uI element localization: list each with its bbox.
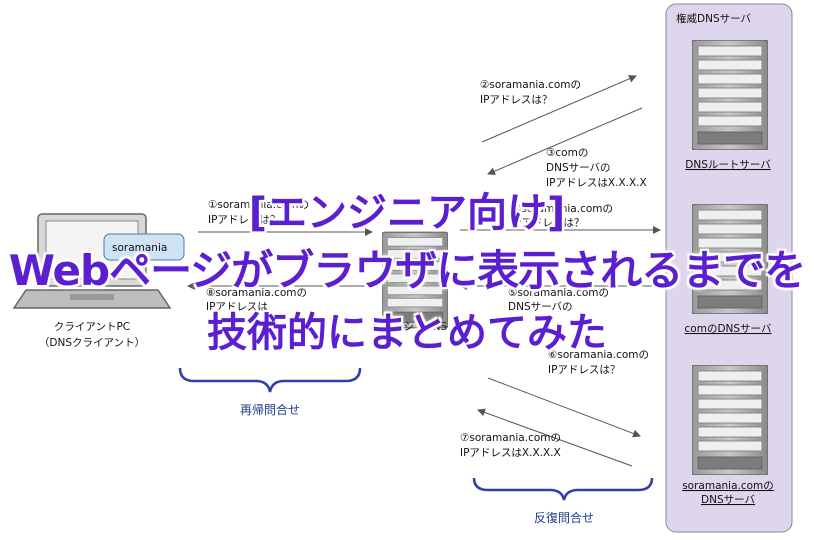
msg-8-line-1: ⑧soramania.comの [206,287,307,299]
iterative-brace [472,477,654,501]
client-label-2: （DNSクライアント） [39,337,145,349]
arrow-7 [477,408,633,467]
msg-3-line-3: IPアドレスはX.X.X.X [546,177,647,189]
soramania-dns-server-icon [692,365,768,475]
msg-5-line-2: DNSサーバの [508,301,573,313]
msg-8-line-2: IPアドレスは [206,301,268,313]
msg-7-line-2: IPアドレスはX.X.X.X [460,447,561,459]
auth-dns-panel-label: 権威DNSサーバ [676,12,751,25]
msg-1-line-1: ①soramania.comの [208,199,309,211]
msg-6-line-1: ⑥soramania.comの [548,349,649,361]
sora-server-label-1: soramania.comの [682,480,774,492]
client-bubble-text: soramania [112,242,167,254]
msg-2-line-2: IPアドレスは？ [480,94,552,106]
msg-3-line-2: DNSサーバの [546,162,611,174]
cache-dns-label: キャッシュDNS [372,321,447,333]
msg-2-line-1: ②soramania.comの [480,79,581,91]
msg-6-line-2: IPアドレスは？ [548,364,620,376]
title-line-3: 技術的にまとめてみた [207,310,607,356]
msg-1-line-2: IPアドレスは？ [208,214,280,226]
client-laptop-icon [12,213,172,309]
arrow-2 [481,75,637,143]
sora-server-label-2: DNSサーバ [701,494,755,506]
root-server-label: DNSルートサーバ [685,159,771,171]
msg-7-line-1: ⑦soramania.comの [460,432,561,444]
client-label-1: クライアントPC [54,321,130,333]
msg-5-line-1: ⑤soramania.comの [508,287,609,299]
recursive-brace [178,367,362,393]
msg-3-line-1: ③comの [546,147,588,159]
arrow-6 [487,377,641,438]
com-server-label: comのDNSサーバ [685,323,772,335]
iterative-query-label: 反復問合せ [534,510,594,525]
recursive-query-label: 再帰問合せ [240,402,300,417]
msg-4-line-1: ④soramania.comの [512,203,613,215]
arrow-3 [487,107,643,175]
dns-root-server-icon [692,40,768,150]
title-line-2: Webページがブラウザに表示されるまでを [8,246,807,295]
msg-4-line-2: IPアドレスは？ [512,217,584,229]
title-line-1: [エンジニア向け] [248,190,566,236]
client-speech-bubble: soramania [103,233,185,261]
